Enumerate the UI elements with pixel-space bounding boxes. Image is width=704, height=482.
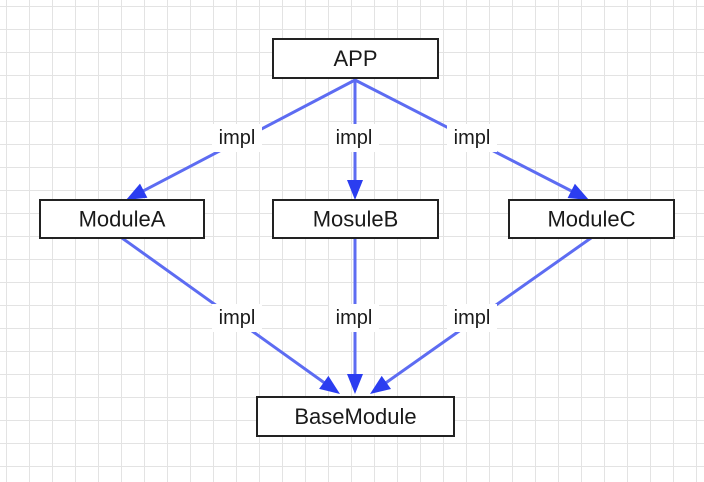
node-module-a-box	[39, 199, 205, 239]
node-app-box	[272, 38, 439, 79]
edge-app-to-module-a-arrowhead	[126, 183, 148, 200]
edge-app-to-module-c-arrowhead	[567, 183, 589, 200]
edge-mosule-b-to-base-module-arrowhead	[347, 374, 363, 394]
node-app-label: APP	[333, 46, 377, 71]
edge-mosule-b-to-base-module-label: impl	[336, 307, 373, 329]
edges-layer: impl impl impl impl impl impl	[120, 78, 593, 394]
edge-module-a-to-base-module: impl	[120, 236, 340, 394]
node-module-a[interactable]: ModuleA	[39, 199, 205, 239]
edge-app-to-module-a-label: impl	[219, 127, 256, 149]
edge-module-c-to-base-module-arrowhead	[370, 375, 391, 394]
node-module-c-label: ModuleC	[547, 207, 635, 232]
node-app[interactable]: APP	[272, 38, 439, 79]
edge-app-to-module-a: impl	[126, 78, 357, 200]
edge-mosule-b-to-base-module-label-bg	[329, 304, 379, 332]
edge-app-to-module-c-label: impl	[454, 127, 491, 149]
node-base-module-box	[256, 396, 455, 437]
nodes-layer: APP ModuleA MosuleB ModuleC BaseModule	[39, 38, 675, 437]
node-mosule-b[interactable]: MosuleB	[272, 199, 439, 239]
edge-module-a-to-base-module-arrowhead	[319, 375, 340, 394]
node-module-c-box	[508, 199, 675, 239]
edge-app-to-mosule-b-label: impl	[336, 127, 373, 149]
node-module-c[interactable]: ModuleC	[508, 199, 675, 239]
edge-mosule-b-to-base-module: impl	[329, 236, 379, 394]
edge-app-to-mosule-b-label-bg	[329, 124, 379, 152]
edge-module-a-to-base-module-label: impl	[219, 307, 256, 329]
node-base-module[interactable]: BaseModule	[256, 396, 455, 437]
edge-app-to-mosule-b: impl	[329, 78, 379, 200]
node-mosule-b-label: MosuleB	[313, 207, 399, 232]
node-mosule-b-box	[272, 199, 439, 239]
edge-module-c-to-base-module-label-bg	[447, 304, 497, 332]
edge-app-to-mosule-b-arrowhead	[347, 180, 363, 200]
edge-app-to-module-c-label-bg	[447, 124, 497, 152]
edge-app-to-module-a-label-bg	[212, 124, 262, 152]
node-module-a-label: ModuleA	[79, 207, 166, 232]
node-base-module-label: BaseModule	[294, 404, 416, 429]
edge-app-to-module-c: impl	[353, 78, 589, 200]
edge-module-c-to-base-module-label: impl	[454, 307, 491, 329]
edge-module-a-to-base-module-label-bg	[212, 304, 262, 332]
edge-module-c-to-base-module: impl	[370, 236, 593, 394]
